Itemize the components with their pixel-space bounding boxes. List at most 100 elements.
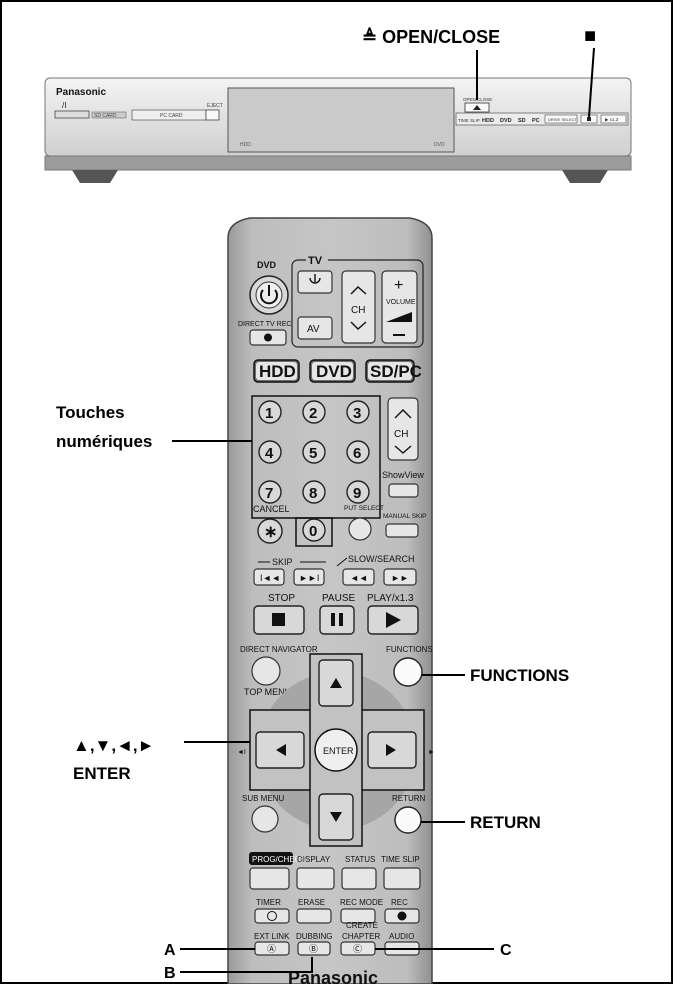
recorder-dvd-indicator: DVD (434, 142, 445, 148)
manual-skip-button[interactable] (385, 523, 419, 538)
badge-a-icon: Ⓐ (267, 944, 276, 954)
svg-text:+: + (394, 277, 403, 294)
digit-label-1: 1 (265, 405, 273, 422)
digit-key-8[interactable] (302, 480, 326, 504)
right-arrow-icon (386, 744, 396, 756)
left-arrow-icon (276, 744, 286, 756)
digit-label-6: 6 (353, 445, 361, 462)
audio-label: AUDIO (389, 932, 414, 941)
power-icon (260, 289, 278, 305)
tv-ch-label: CH (351, 305, 365, 316)
av-button[interactable] (297, 316, 333, 340)
open-close-callout: ≜ OPEN/CLOSE (362, 27, 500, 47)
digit-label-2: 2 (309, 405, 317, 422)
functions-button[interactable] (393, 657, 423, 687)
chapter-label: CHAPTER (342, 932, 380, 941)
direct-navigator-button[interactable] (251, 656, 281, 686)
dvd-drive-label: DVD (316, 362, 352, 381)
recorder-eject-label: EJECT (207, 103, 223, 109)
sdpc-drive-label: SD/PC (370, 362, 422, 381)
erase-label: ERASE (298, 898, 325, 907)
tv-channel-rocker[interactable] (341, 270, 376, 344)
recorder-drive-select-button[interactable] (544, 114, 578, 124)
volume-label: VOLUME (386, 299, 416, 306)
recorder-drive-sd: SD (518, 118, 526, 124)
arrows-callout: ▲,▼,◄,► (73, 736, 154, 755)
showview-label: ShowView (382, 470, 424, 480)
status-button[interactable] (341, 867, 377, 890)
volume-rocker[interactable] (381, 270, 418, 344)
callout-a: A (164, 942, 176, 959)
remote-tv-label: TV (308, 255, 323, 267)
digit-label-9: 9 (353, 485, 361, 502)
recorder-drive-select-label: DRIVE SELECT (548, 117, 577, 122)
display-button[interactable] (296, 867, 335, 890)
digit-key-7[interactable] (258, 480, 282, 504)
erase-button[interactable] (296, 908, 332, 924)
digit-key-0[interactable] (302, 518, 326, 542)
rec-mode-button[interactable] (340, 908, 376, 924)
recorder-eject-button[interactable] (205, 109, 220, 121)
digit-label-7: 7 (265, 485, 273, 502)
digit-key-5[interactable] (302, 440, 326, 464)
ring-left-icon: ◄I (237, 749, 246, 756)
stop-icon (272, 613, 285, 626)
digit-key-6[interactable] (346, 440, 370, 464)
down-arrow-icon (330, 812, 342, 822)
ch-up-icon (350, 286, 367, 295)
ch-down-icon (350, 321, 367, 330)
slow-search-label: SLOW/SEARCH (348, 554, 415, 564)
digit-key-4[interactable] (258, 440, 282, 464)
tv-power-icon (309, 277, 321, 284)
prog-check-button[interactable] (249, 867, 290, 890)
ch2-up-icon (394, 409, 412, 419)
cancel-button[interactable] (257, 518, 283, 544)
manual-skip-label: MANUAL SKIP (383, 513, 426, 520)
recorder-play-button[interactable] (600, 114, 627, 124)
numeric-keys: 1 2 3 4 5 6 7 8 9 0 (258, 400, 370, 542)
enter-callout: ENTER (73, 764, 131, 783)
return-small-label: RETURN (392, 794, 426, 803)
dvd-recorder: Panasonic /I SD CARD PC CARD EJECT HDD D… (44, 77, 632, 183)
play-icon (386, 612, 401, 628)
badge-c-icon: Ⓒ (353, 944, 362, 954)
digit-key-9[interactable] (346, 480, 370, 504)
channel-rocker[interactable] (387, 397, 419, 461)
remote-control: DVD TV DIRECT TV REC AV CH + VOLUME HDD … (227, 217, 435, 988)
digit-key-1[interactable] (258, 400, 282, 424)
hdd-drive-label: HDD (259, 362, 296, 381)
rec-dot-icon (264, 333, 272, 342)
return-button[interactable] (394, 806, 422, 834)
fast-forward-button[interactable] (383, 568, 417, 586)
top-menu-label: TOP MENU (244, 687, 291, 697)
stop-callout: ■ (584, 25, 596, 47)
rec-icon (397, 911, 407, 921)
pause-button[interactable] (319, 605, 355, 635)
digit-key-3[interactable] (346, 400, 370, 424)
digit-label-3: 3 (353, 405, 361, 422)
showview-button[interactable] (388, 483, 419, 498)
digit-key-2[interactable] (302, 400, 326, 424)
sub-menu-button[interactable] (251, 805, 279, 833)
time-slip-button[interactable] (383, 867, 421, 890)
timer-button[interactable] (254, 908, 290, 924)
rewind-button[interactable] (342, 568, 375, 586)
direct-tv-rec-label: DIRECT TV REC (238, 321, 291, 328)
recorder-power-button[interactable] (54, 110, 90, 119)
skip-forward-button[interactable] (293, 568, 325, 586)
status-label: STATUS (345, 855, 375, 864)
skip-back-button[interactable] (253, 568, 285, 586)
functions-small-label: FUNCTIONS (386, 645, 433, 654)
timer-label: TIMER (256, 898, 281, 907)
dubbing-button[interactable] (297, 941, 331, 956)
put-select-button[interactable] (348, 517, 372, 541)
enter-button[interactable] (314, 728, 358, 772)
recorder-power-symbol: /I (62, 101, 66, 110)
pause-label: PAUSE (322, 593, 355, 604)
ch2-down-icon (394, 445, 412, 454)
volume-ramp-icon (386, 312, 412, 322)
callout-b: B (164, 965, 176, 982)
digit-label-5: 5 (309, 445, 317, 462)
